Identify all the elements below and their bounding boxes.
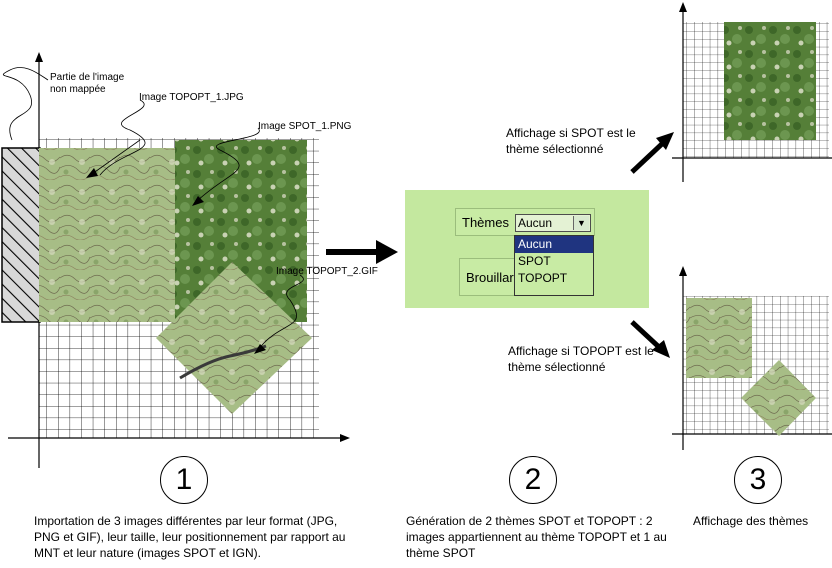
label-spot1: Image SPOT_1.PNG (258, 121, 352, 132)
label-display-spot: Affichage si SPOT est le thème sélection… (506, 126, 636, 156)
step-1-circle: 1 (160, 456, 208, 504)
option-spot[interactable]: SPOT (518, 254, 551, 268)
topopt1-image (39, 148, 175, 322)
spot-display (724, 22, 816, 140)
themes-select[interactable]: Aucun ▼ (515, 214, 591, 232)
topopt2-image (156, 262, 312, 414)
step-3-circle: 3 (734, 456, 782, 504)
step-2-caption: Génération de 2 thèmes SPOT et TOPOPT : … (406, 514, 667, 560)
chevron-down-icon[interactable]: ▼ (573, 216, 589, 230)
topopt1-display (686, 298, 752, 378)
step-1-caption: Importation de 3 images différentes par … (34, 514, 346, 560)
themes-dropdown: Aucun SPOT TOPOPT (514, 235, 594, 296)
label-topopt2: Image TOPOPT_2.GIF (276, 266, 378, 277)
step-3-caption: Affichage des thèmes (693, 514, 809, 528)
second-group-label: Brouillar (466, 269, 514, 285)
step-2-circle: 2 (509, 456, 557, 504)
themes-select-value: Aucun (518, 216, 553, 230)
option-aucun[interactable]: Aucun (515, 236, 593, 253)
themes-label: Thèmes (462, 214, 509, 230)
label-topopt1: Image TOPOPT_1.JPG (139, 92, 244, 103)
topopt2-display (741, 360, 816, 436)
option-topopt[interactable]: TOPOPT (518, 271, 568, 285)
theme-panel: Thèmes Aucun ▼ Brouillar Aucun SPOT TOPO… (405, 190, 649, 308)
label-unmapped: Partie de l'image non mappée (50, 72, 125, 95)
label-display-topopt: Affichage si TOPOPT est le thème sélecti… (508, 344, 654, 374)
second-group: Brouillar (459, 258, 515, 296)
unmapped-area (1, 147, 41, 323)
